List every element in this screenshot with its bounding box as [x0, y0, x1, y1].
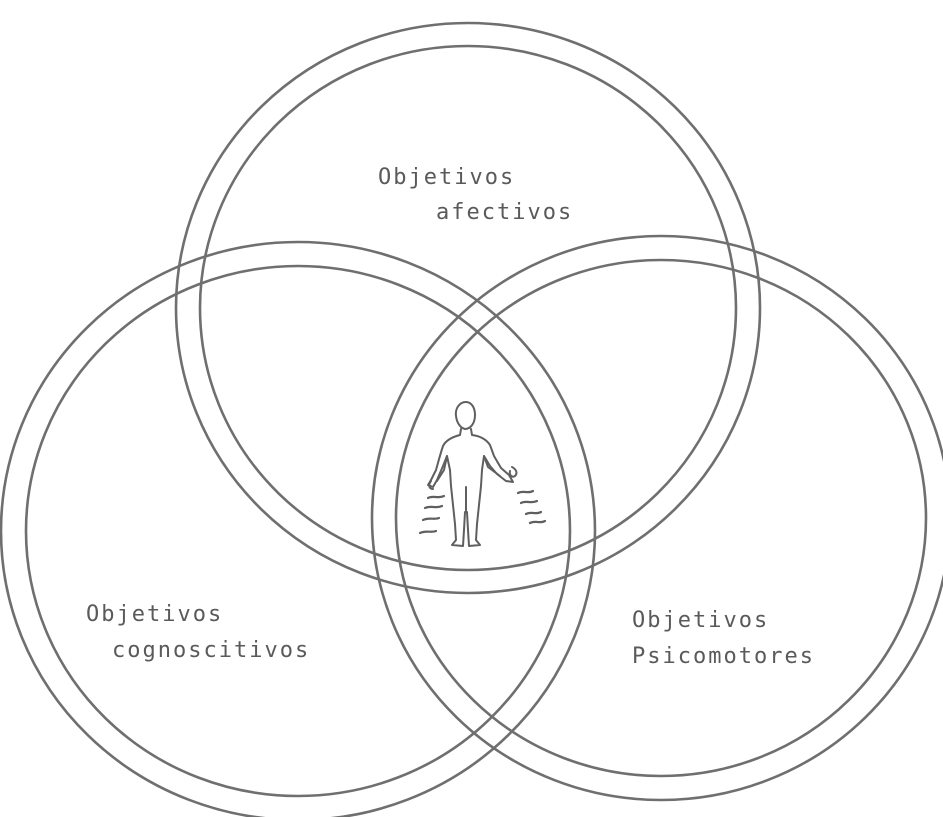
- affective-label-line2: afectivos: [436, 200, 573, 225]
- cognitive-label-line2: cognoscitivos: [112, 638, 310, 663]
- cognitive-label: Objetivos cognoscitivos: [86, 602, 310, 663]
- motion-marks-left: [420, 496, 444, 533]
- psychomotor-circle: [372, 236, 943, 800]
- cognitive-circle: [1, 242, 595, 817]
- affective-label: Objetivos afectivos: [378, 165, 573, 225]
- psychomotor-label-line1: Objetivos: [632, 608, 769, 633]
- psychomotor-label: Objetivos Psicomotores: [632, 608, 815, 669]
- human-figure-icon: [428, 402, 516, 546]
- psychomotor-label-line2: Psicomotores: [632, 644, 815, 669]
- affective-label-line1: Objetivos: [378, 165, 515, 190]
- motion-marks-right: [518, 491, 545, 523]
- cognitive-label-line1: Objetivos: [86, 602, 223, 627]
